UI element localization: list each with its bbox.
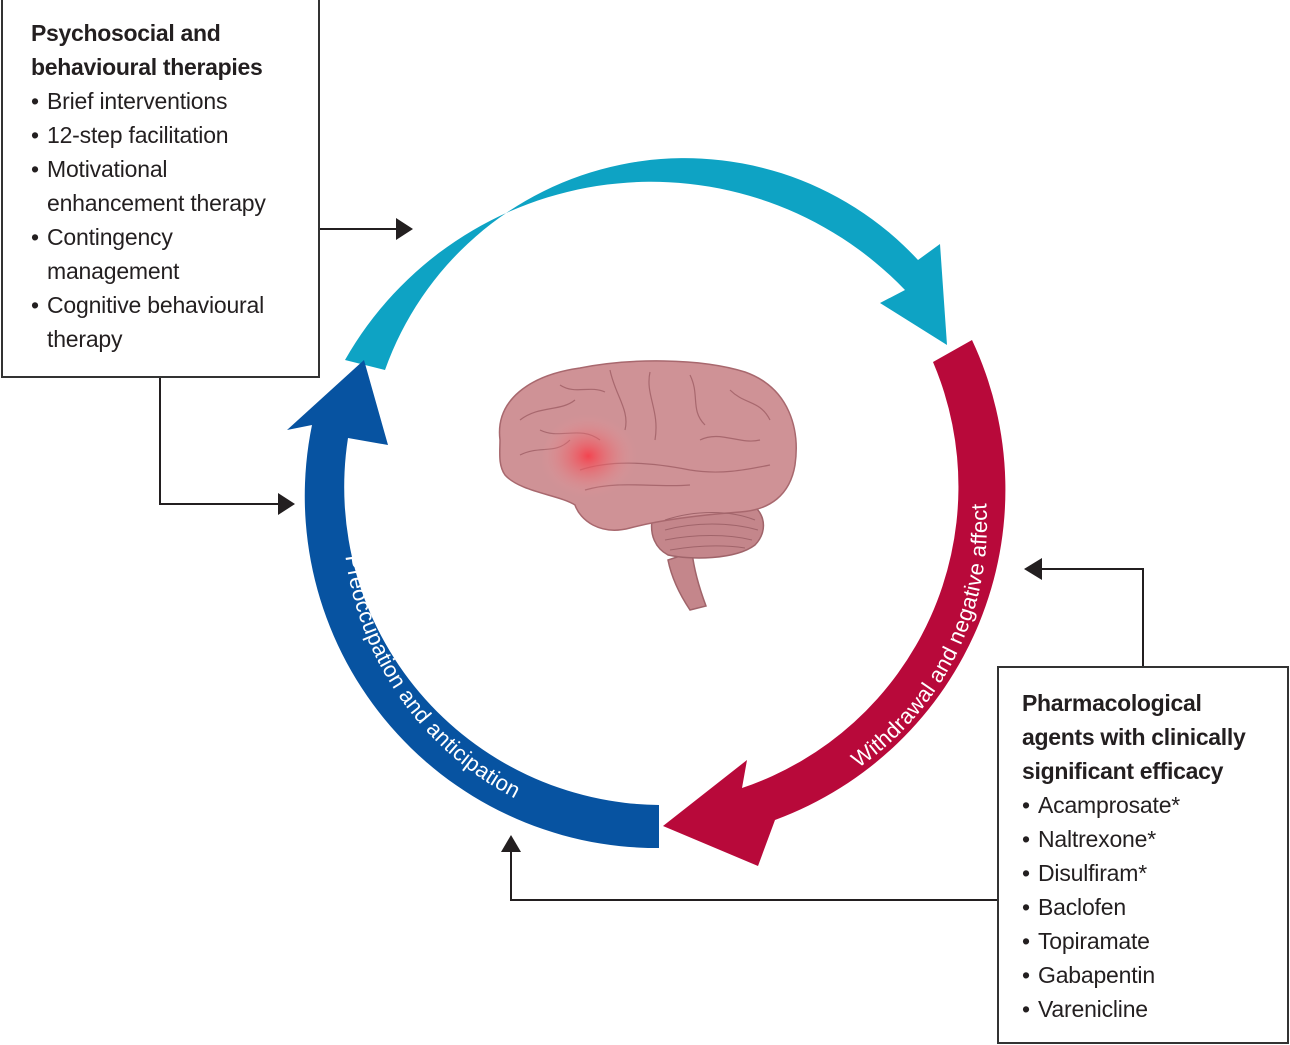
title-line: Pharmacological [1022,690,1202,716]
connector-pharm-to-withdrawal [1040,568,1144,666]
list-item: Acamprosate* [1022,788,1277,822]
psychosocial-therapies-box: Psychosocial and behavioural therapies B… [1,0,320,378]
list-item: Baclofen [1022,890,1277,924]
list-item: 12-step facilitation [31,118,308,152]
binge-arc [345,158,947,370]
brain-illustration [498,360,797,611]
psychosocial-list: Brief interventions 12-step facilitation… [31,84,308,356]
preoccupation-arc [287,360,659,849]
withdrawal-arc [663,340,1006,866]
pharmacological-agents-box: Pharmacological agents with clinically s… [997,666,1289,1044]
title-line: behavioural therapies [31,54,263,80]
arrowhead-right-icon [396,218,413,240]
list-item: Disulfiram* [1022,856,1277,890]
cerebellum-folia [664,512,759,551]
title-line: agents with clinically [1022,724,1246,750]
list-item: Gabapentin [1022,958,1277,992]
pharmacological-list: Acamprosate* Naltrexone* Disulfiram* Bac… [1022,788,1277,1026]
stage-binge-arrow: Binge and intoxication [345,158,947,370]
list-item: Naltrexone* [1022,822,1277,856]
brain-highlight-region [542,402,682,522]
title-line: Psychosocial and [31,20,221,46]
connector-pharm-to-preoccupation [510,850,997,901]
arrowhead-right-icon [278,493,295,515]
title-line: significant efficacy [1022,758,1224,784]
connectors [159,218,1144,901]
arrowhead-up-icon [501,835,521,852]
list-item: Brief interventions [31,84,308,118]
list-item: Varenicline [1022,992,1277,1026]
pharmacological-title: Pharmacological agents with clinically s… [1022,686,1277,788]
connector-psy-to-preoccupation [159,377,280,505]
binge-label: Binge and intoxication [572,199,791,250]
brain-stem [667,550,707,611]
psychosocial-title: Psychosocial and behavioural therapies [31,16,308,84]
arrowhead-left-icon [1024,558,1042,580]
list-item: Topiramate [1022,924,1277,958]
